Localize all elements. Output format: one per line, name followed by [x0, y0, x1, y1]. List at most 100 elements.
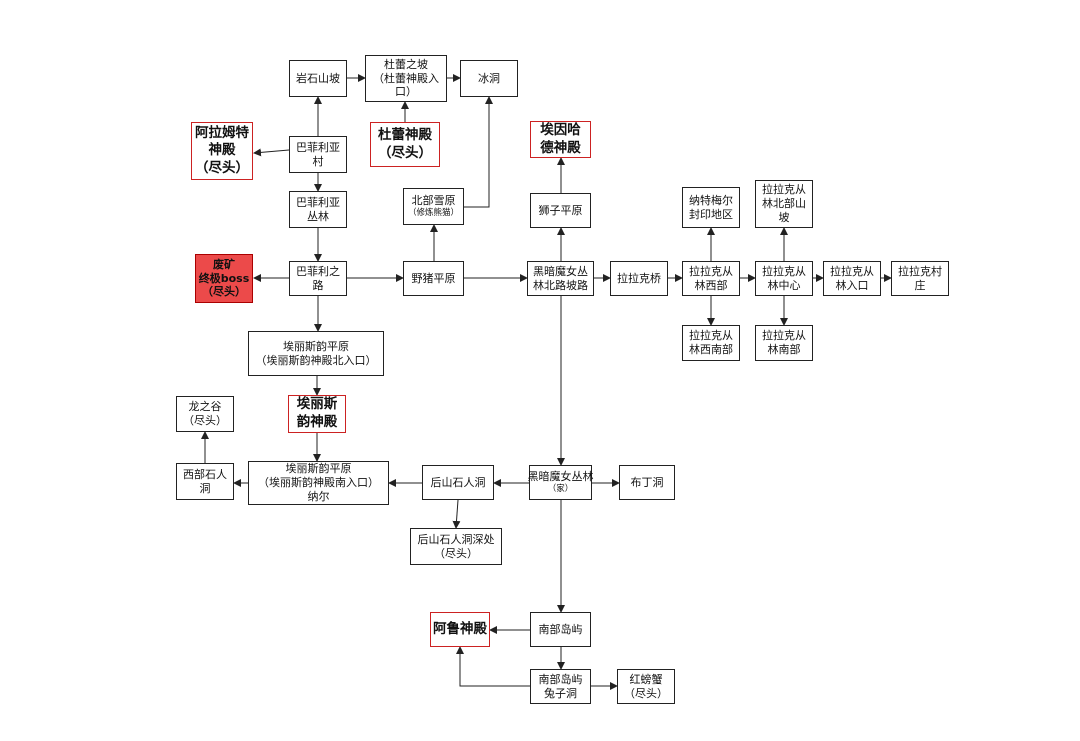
node-back-golem-deep: 后山石人洞深处（尽头）: [410, 528, 502, 565]
node-label-line: 黑暗魔女丛: [533, 264, 588, 278]
node-elis-plain-north: 埃丽斯韵平原（埃丽斯韵神殿北入口）: [248, 331, 384, 376]
node-label-line: 庄: [914, 278, 926, 292]
node-boar-plain: 野猪平原: [403, 261, 464, 296]
node-south-rabbit: 南部岛屿兔子洞: [530, 669, 591, 704]
node-bingdong: 冰洞: [460, 60, 518, 97]
node-label-line: 口）: [395, 85, 417, 99]
node-aiyinhade: 埃因哈德神殿: [530, 121, 591, 158]
node-label-line: 西部石人: [183, 467, 227, 481]
node-lalake-village: 拉拉克村庄: [891, 261, 949, 296]
node-label-line: 埃丽斯韵平原: [285, 462, 352, 476]
node-west-golem: 西部石人洞: [176, 463, 234, 500]
node-label-line: 德神殿: [540, 139, 581, 156]
node-label-line: 阿拉姆特: [195, 124, 249, 141]
node-back-golem: 后山石人洞: [422, 465, 494, 500]
node-label-line: 坡: [778, 210, 790, 224]
node-bafeili-village: 巴菲利亚村: [289, 136, 347, 173]
node-label-line: 杜蕾之坡: [384, 57, 428, 71]
node-label-line: 埃丽斯: [296, 396, 338, 413]
connector-bafeili_village-to-alamute: [253, 148, 290, 157]
node-label-line: 村: [312, 154, 324, 168]
connector-back_golem-to-back_golem_deep: [452, 499, 461, 529]
node-label-line: 南部岛屿: [538, 672, 583, 686]
node-label-line: 南部岛屿: [538, 622, 583, 636]
node-label-line: 封印地区: [689, 207, 733, 221]
node-lalake-southwest: 拉拉克从林西南部: [682, 325, 740, 361]
node-label-line: 红螃蟹: [629, 672, 663, 686]
node-lala-bridge: 拉拉克桥: [610, 261, 668, 296]
node-label-line: 狮子平原: [538, 203, 583, 217]
node-label-line: 林北部山: [762, 197, 806, 211]
node-label-line: 巴菲利亚: [296, 195, 340, 209]
node-label-line: 废矿: [213, 257, 235, 271]
node-label-line: （尽头）: [624, 686, 668, 700]
node-elis-plain-south: 埃丽斯韵平原（埃丽斯韵神殿南入口）纳尔: [248, 461, 389, 505]
node-label-line: 冰洞: [478, 71, 500, 85]
node-label-line: （尽头）: [434, 546, 478, 560]
node-dark-forest-home: 黑暗魔女丛林（家）: [527, 465, 594, 500]
node-label-line: 路: [312, 278, 324, 292]
node-label-line: 埃因哈: [540, 121, 581, 138]
node-label-line: 林西部: [694, 278, 728, 292]
node-nate: 纳特梅尔封印地区: [682, 187, 740, 228]
node-label-line: 埃丽斯韵平原: [283, 339, 349, 353]
node-label-line: 兔子洞: [544, 686, 577, 700]
node-label-line: 阿鲁神殿: [433, 620, 487, 637]
node-label-line: 林北路坡路: [533, 278, 588, 292]
node-label-line: 黑暗魔女丛林: [527, 470, 594, 484]
node-label-line: 野猪平原: [411, 271, 456, 285]
node-label-line: 后山石人洞深处: [417, 532, 495, 546]
node-label-line: 拉拉克从: [762, 329, 806, 343]
node-lalake-center: 拉拉克从林中心: [755, 261, 813, 296]
node-yanshi: 岩石山坡: [289, 60, 347, 97]
node-lalake-entrance: 拉拉克从林入口: [823, 261, 881, 296]
node-dulei-slope: 杜蕾之坡（杜蕾神殿入口）: [365, 55, 447, 102]
node-elis-temple: 埃丽斯韵神殿: [288, 395, 346, 433]
node-label-line: 纳特梅尔: [689, 193, 733, 207]
node-label-line: 布丁洞: [630, 475, 664, 489]
node-label-line: 拉拉克桥: [617, 271, 661, 285]
node-label-line: （杜蕾神殿入: [373, 71, 439, 85]
node-label-line: （埃丽斯韵神殿南入口）: [258, 476, 379, 490]
node-label-line: 龙之谷: [188, 400, 222, 414]
node-sublabel: （修炼熊猫）: [407, 208, 459, 219]
node-label-line: 林西南部: [689, 343, 733, 356]
node-label-line: 巴菲利之: [296, 264, 340, 278]
node-label-line: 拉拉克村: [898, 264, 942, 278]
node-label-line: （埃丽斯韵神殿北入口）: [255, 353, 377, 367]
node-north-snow: 北部雪原（修炼熊猫）: [403, 188, 464, 225]
node-dulei-temple: 杜蕾神殿（尽头）: [370, 122, 440, 167]
node-lalake-south: 拉拉克从林南部: [755, 325, 813, 361]
node-dark-forest-north: 黑暗魔女丛林北路坡路: [527, 261, 594, 296]
node-label-line: 拉拉克从: [689, 264, 733, 278]
node-bafeili-jungle: 巴菲利亚丛林: [289, 191, 347, 228]
node-sublabel: （家）: [547, 484, 574, 495]
node-red-crab: 红螃蟹（尽头）: [617, 669, 675, 704]
node-label-line: 拉拉克从: [689, 329, 733, 343]
connector-south_rabbit-to-alu_temple: [456, 646, 530, 687]
node-lalake-north-slope: 拉拉克从林北部山坡: [755, 180, 813, 228]
node-label-line: （尽头）: [202, 285, 246, 299]
node-label-line: 神殿: [208, 142, 236, 159]
node-bafeili-road: 巴菲利之路: [289, 261, 347, 296]
node-label-line: （尽头）: [183, 414, 227, 427]
node-label-line: 洞: [199, 481, 211, 495]
connector-north_snow-to-bingdong: [464, 96, 493, 208]
node-label-line: 巴菲利亚: [296, 140, 340, 154]
node-dragon-valley: 龙之谷（尽头）: [176, 396, 234, 432]
node-label-line: 杜蕾神殿: [378, 126, 432, 143]
node-label-line: 韵神殿: [296, 414, 338, 430]
node-mine: 废矿终极boss（尽头）: [195, 254, 253, 303]
node-label-line: 拉拉克从: [830, 264, 874, 278]
node-label-line: 拉拉克从: [762, 264, 806, 278]
node-label-line: 林南部: [767, 343, 801, 356]
node-label-line: 岩石山坡: [296, 71, 340, 85]
node-label-line: （尽头）: [378, 144, 432, 161]
node-label-line: 拉拉克从: [762, 183, 806, 197]
node-alamute: 阿拉姆特神殿（尽头）: [191, 122, 253, 180]
node-label-line: 后山石人洞: [430, 475, 486, 489]
node-lion-plain: 狮子平原: [530, 193, 591, 228]
node-label-line: 林中心: [767, 278, 801, 292]
